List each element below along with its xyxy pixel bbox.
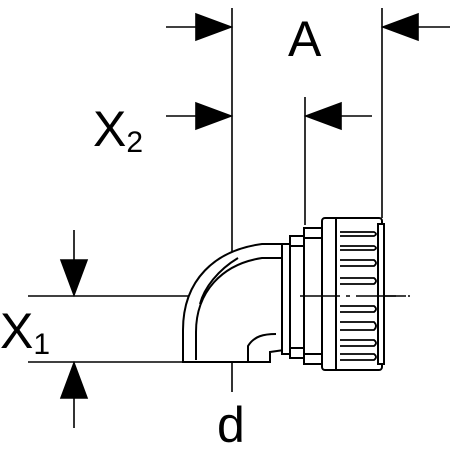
arrow-x2-right (303, 101, 342, 131)
union-nut-face (377, 223, 385, 365)
spigot-step-2 (289, 235, 305, 359)
union-nut (321, 217, 385, 371)
arrow-a-left (195, 12, 234, 42)
label-x1-main: X (0, 303, 33, 359)
label-x1: X1 (0, 303, 50, 361)
union-nut-ribs (340, 231, 377, 361)
arrow-x1-bottom (59, 360, 89, 399)
elbow-lower-lip (247, 333, 277, 362)
union-nut-body (321, 217, 383, 371)
arrow-x2-left (195, 101, 234, 131)
label-a: A (288, 11, 322, 67)
elbow-inner-curve (195, 257, 284, 360)
arrow-x1-top (59, 259, 89, 298)
label-d: d (217, 397, 245, 450)
label-x2: X2 (93, 101, 143, 159)
elbow-fitting (182, 243, 285, 363)
label-x2-main: X (93, 101, 126, 157)
label-x1-sub: 1 (33, 328, 50, 361)
label-x2-sub: 2 (126, 126, 143, 159)
extension-lines (28, 8, 383, 392)
arrow-a-right (380, 12, 419, 42)
elbow-bend-detail (199, 257, 239, 305)
dimension-arrows (59, 12, 450, 428)
